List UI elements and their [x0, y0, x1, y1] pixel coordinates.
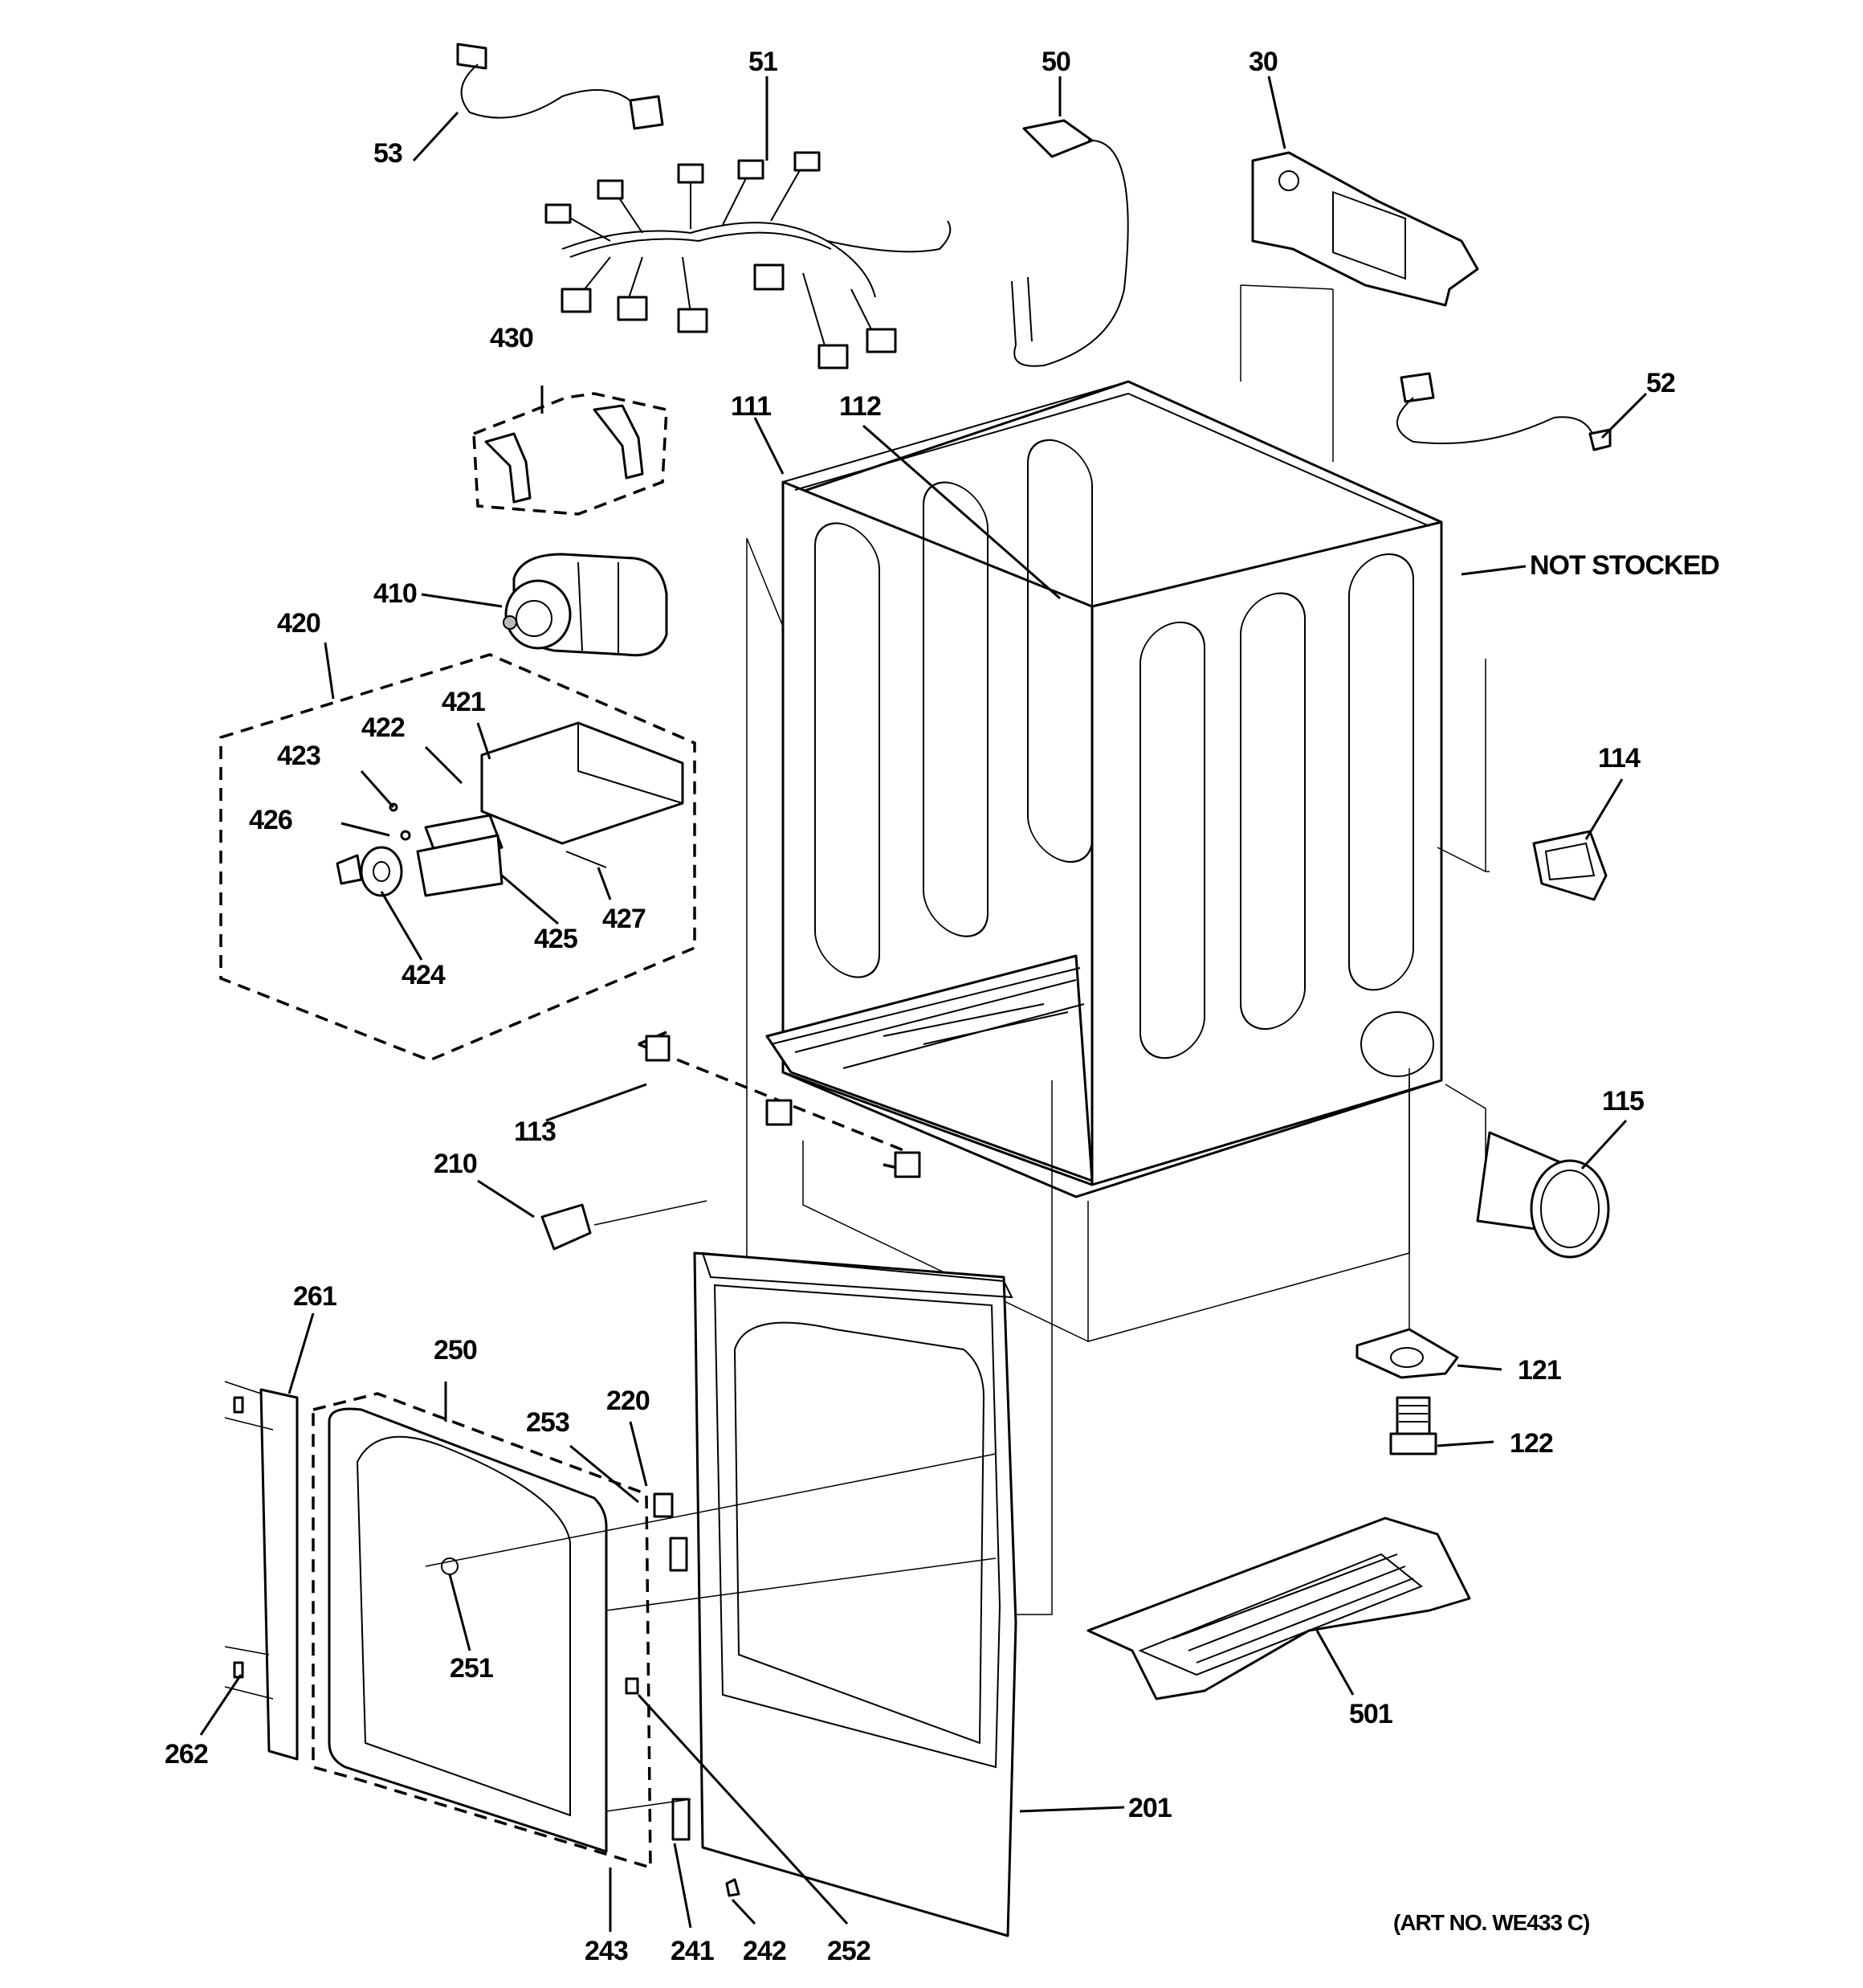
label-262: 262 — [165, 1739, 208, 1770]
label-501: 501 — [1349, 1699, 1392, 1729]
label-253: 253 — [526, 1407, 569, 1438]
label-410: 410 — [373, 578, 417, 609]
label-420: 420 — [277, 608, 320, 639]
label-114: 114 — [1598, 743, 1641, 774]
label-30: 30 — [1249, 47, 1278, 77]
rear-panel-part — [1251, 151, 1479, 307]
label-422: 422 — [361, 712, 405, 743]
idler-assembly-group — [219, 653, 696, 1062]
motor-clips-group — [472, 392, 668, 516]
callout-labels: 53 51 50 30 52 430 111 112 410 NOT STOCK… — [165, 47, 1720, 1966]
leader-lines — [199, 76, 1648, 1932]
label-113: 113 — [514, 1116, 556, 1147]
label-425: 425 — [534, 924, 577, 954]
wire-harness-part — [544, 151, 952, 369]
label-430: 430 — [490, 323, 533, 353]
label-122: 122 — [1510, 1428, 1553, 1459]
leveling-bracket-part — [1355, 1328, 1459, 1379]
label-220: 220 — [606, 1386, 650, 1416]
label-427: 427 — [602, 904, 646, 934]
motor-part — [503, 553, 668, 657]
exhaust-duct-part — [1476, 1131, 1610, 1259]
label-53: 53 — [373, 138, 402, 169]
label-115: 115 — [1602, 1086, 1644, 1116]
door-assembly-group — [312, 1392, 997, 1870]
hinge-parts — [605, 1492, 997, 1897]
label-251: 251 — [450, 1653, 493, 1684]
label-243: 243 — [585, 1936, 628, 1966]
label-121: 121 — [1518, 1355, 1561, 1386]
leveling-leg-part — [1389, 1396, 1437, 1455]
label-426: 426 — [249, 805, 292, 835]
thermistor-harness-part — [1396, 372, 1612, 451]
label-111: 111 — [731, 391, 771, 422]
drying-rack-part — [1086, 1517, 1471, 1700]
sensor-harness-part — [456, 43, 664, 130]
label-210: 210 — [434, 1149, 477, 1179]
hinge-strip-part — [224, 1381, 299, 1761]
label-424: 424 — [402, 960, 446, 990]
door-switch-part — [540, 1200, 707, 1251]
front-panel-part — [693, 1251, 1017, 1937]
label-261: 261 — [293, 1281, 336, 1312]
label-241: 241 — [671, 1936, 714, 1966]
label-242: 242 — [743, 1936, 786, 1966]
label-201: 201 — [1128, 1793, 1172, 1823]
duct-cover-part — [1532, 830, 1608, 901]
label-252: 252 — [827, 1936, 870, 1966]
cabinet-part — [765, 380, 1443, 1198]
label-250: 250 — [434, 1335, 477, 1365]
label-52: 52 — [1646, 368, 1675, 398]
rollers-group — [638, 1031, 921, 1178]
art-number: (ART NO. WE433 C) — [1393, 1910, 1589, 1935]
label-423: 423 — [277, 741, 320, 771]
label-not-stocked: NOT STOCKED — [1530, 550, 1719, 581]
label-421: 421 — [442, 687, 485, 717]
label-51: 51 — [748, 47, 777, 77]
label-112: 112 — [839, 391, 881, 422]
label-50: 50 — [1042, 47, 1070, 77]
power-cord-part — [1011, 119, 1129, 367]
